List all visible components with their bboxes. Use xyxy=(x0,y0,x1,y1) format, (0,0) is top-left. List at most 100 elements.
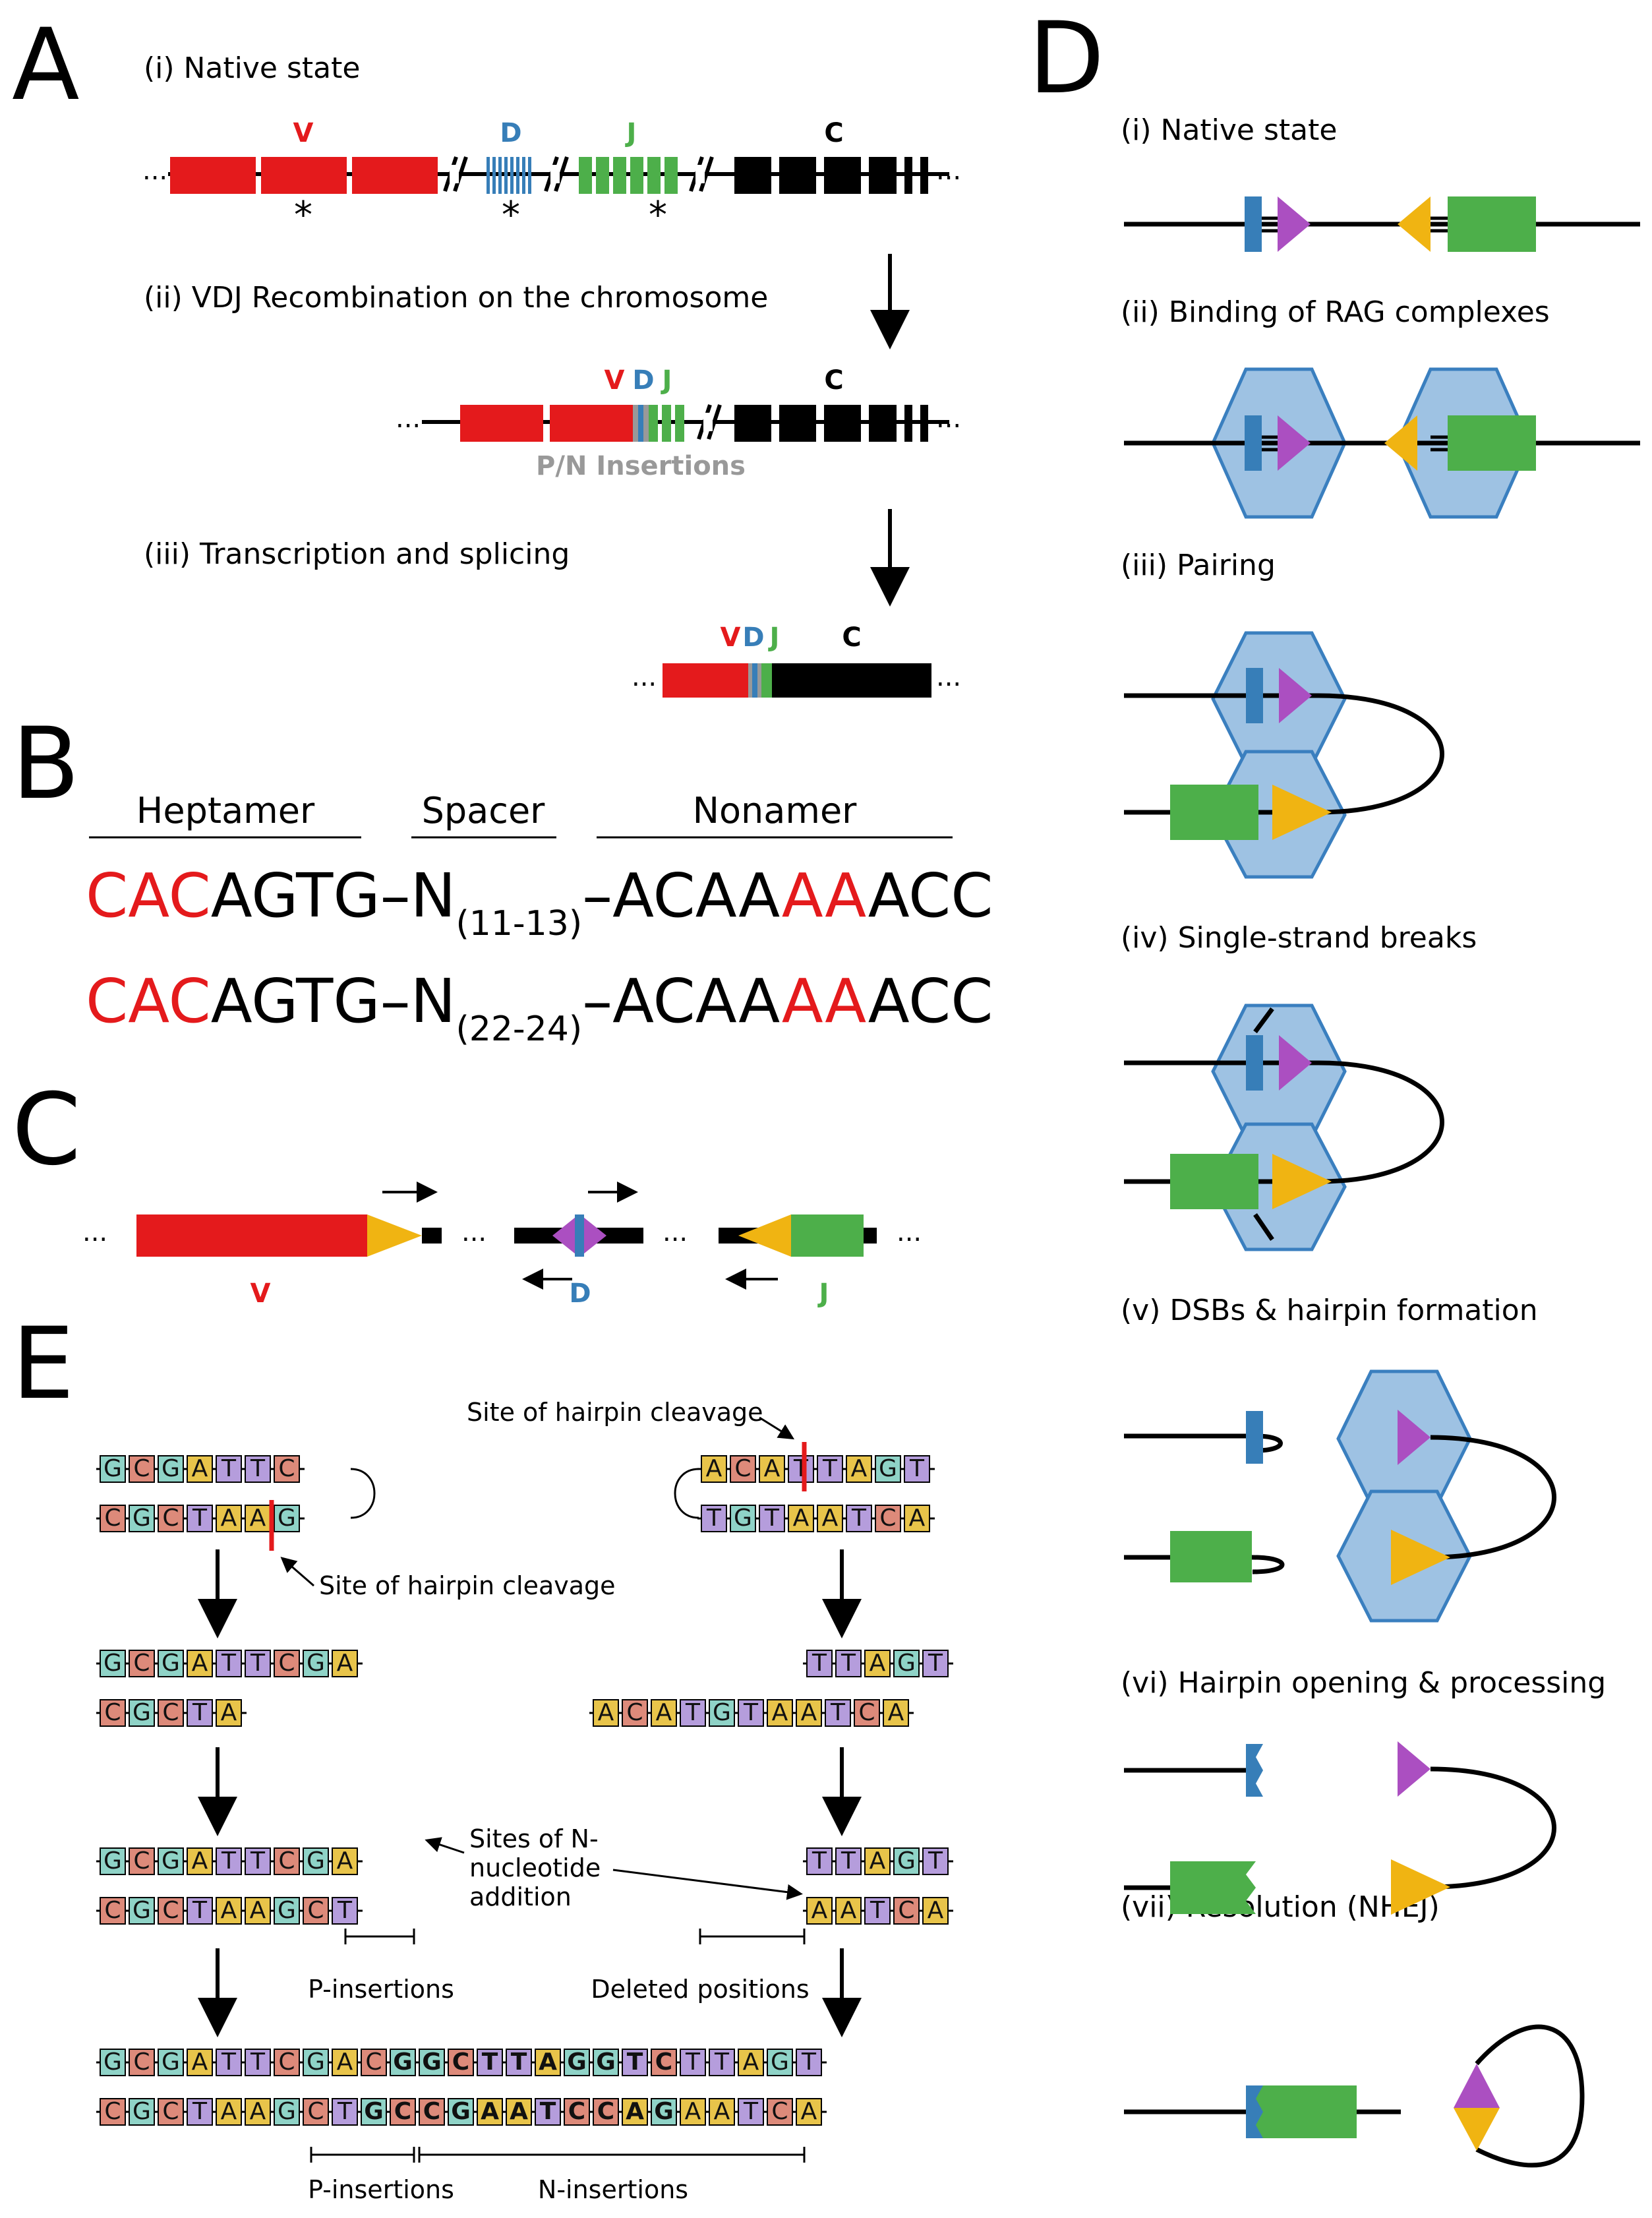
v-gene-segment-recombined xyxy=(550,405,633,442)
label-v: V xyxy=(293,118,314,148)
svg-text:C: C xyxy=(278,1847,295,1874)
nucleotide-A: A xyxy=(328,2049,358,2076)
svg-text:A: A xyxy=(598,1699,614,1726)
nucleotide-A: A xyxy=(861,1650,891,1677)
nucleotide-G: G xyxy=(154,1455,184,1483)
nucleotide-A: A xyxy=(183,1847,213,1875)
svg-text:C: C xyxy=(858,1699,875,1726)
nucleotide-C: C xyxy=(270,1650,300,1677)
nucleotide-T: T xyxy=(734,1699,764,1727)
v-gene-segment xyxy=(352,157,438,194)
svg-text:A: A xyxy=(221,1699,237,1726)
svg-text:T: T xyxy=(928,1847,943,1874)
svg-text:C: C xyxy=(734,1455,751,1482)
svg-text:G: G xyxy=(307,1650,325,1677)
svg-text:G: G xyxy=(162,2049,180,2076)
j-segment xyxy=(1170,785,1258,840)
nucleotide-A: A xyxy=(241,2098,271,2126)
svg-text:C: C xyxy=(568,2098,585,2125)
svg-text:A: A xyxy=(192,1650,208,1677)
nucleotide-A: A xyxy=(842,1455,872,1483)
nucleotide-G: G xyxy=(96,2049,126,2076)
j-segment xyxy=(1448,196,1536,252)
svg-text:C: C xyxy=(104,2098,121,2125)
nucleotide-A: A xyxy=(502,2098,532,2126)
header-nonamer: Nonamer xyxy=(693,790,858,831)
nucleotide-T: T xyxy=(821,1699,851,1727)
nucleotide-A: A xyxy=(212,1505,242,1532)
d-pairing-diagram xyxy=(1124,631,1444,879)
nucleotide-C: C xyxy=(154,1897,184,1925)
nucleotide-A: A xyxy=(589,1699,619,1727)
nucleotide-T: T xyxy=(241,1455,271,1483)
svg-text:G: G xyxy=(364,2098,384,2125)
nucleotide-C: C xyxy=(357,2049,387,2076)
panel-b: B Heptamer Spacer Nonamer CACAGTG–N(11-1… xyxy=(12,707,993,1049)
d-gene-segment xyxy=(504,157,508,194)
pn-insertion xyxy=(643,405,649,442)
cleavage-label-left: Site of hairpin cleavage xyxy=(319,1571,616,1600)
svg-text:T: T xyxy=(714,2049,730,2076)
nucleotide-G: G xyxy=(589,2049,619,2076)
j-gene-segment xyxy=(647,157,661,194)
svg-text:T: T xyxy=(511,2049,527,2076)
svg-text:C: C xyxy=(278,1455,295,1482)
nucleotide-C: C xyxy=(850,1699,880,1727)
svg-text:C: C xyxy=(307,1897,324,1924)
nucleotide-T: T xyxy=(803,1847,833,1875)
nucleotide-C: C xyxy=(890,1897,920,1925)
bracket-deleted xyxy=(699,1929,806,1944)
svg-text:T: T xyxy=(685,1699,701,1726)
d-binding-diagram xyxy=(1124,367,1640,519)
svg-text:C: C xyxy=(278,1650,295,1677)
svg-text:C: C xyxy=(104,1699,121,1726)
d-segment xyxy=(1246,668,1263,723)
d-gene-segment xyxy=(498,157,502,194)
cleavage-label-right: Site of hairpin cleavage xyxy=(467,1398,763,1427)
nucleotide-C: C xyxy=(299,1897,329,1925)
rss12-triangle xyxy=(1278,415,1311,471)
svg-text:C: C xyxy=(307,2098,324,2125)
pn-insertions-label: P/N Insertions xyxy=(536,451,746,481)
v-gene-segment xyxy=(261,157,347,194)
nucleotide-T: T xyxy=(183,1505,213,1532)
deleted-positions-label: Deleted positions xyxy=(591,1975,809,2004)
rss23-triangle-v xyxy=(367,1214,422,1257)
bracket-p-insertions xyxy=(344,1929,415,1944)
d-segments-native xyxy=(487,157,531,194)
svg-text:A: A xyxy=(626,2098,644,2125)
svg-text:G: G xyxy=(307,1847,325,1874)
svg-text:A: A xyxy=(801,1699,817,1726)
nucleotide-A: A xyxy=(792,2098,822,2126)
nick xyxy=(1253,1007,1274,1034)
dots-c-4: ... xyxy=(897,1217,922,1247)
nucleotide-G: G xyxy=(125,1897,155,1925)
panel-b-label: B xyxy=(12,707,80,822)
svg-text:A: A xyxy=(250,1505,266,1532)
nucleotide-A: A xyxy=(531,2049,561,2076)
svg-text:A: A xyxy=(822,1505,839,1532)
svg-text:G: G xyxy=(422,2049,442,2076)
svg-text:A: A xyxy=(337,1847,353,1874)
svg-text:C: C xyxy=(898,1897,914,1924)
j-gene-segment xyxy=(675,405,684,442)
nucleotide-C: C xyxy=(154,1699,184,1727)
nucleotide-C: C xyxy=(726,1455,756,1483)
d-segment xyxy=(1245,415,1262,471)
nucleotide-A: A xyxy=(212,2098,242,2126)
nucleotide-A: A xyxy=(861,1847,891,1875)
svg-text:T: T xyxy=(250,1847,266,1874)
nucleotide-C: C xyxy=(386,2098,416,2126)
svg-text:C: C xyxy=(133,1650,150,1677)
rss23-triangle xyxy=(1384,415,1417,471)
label-j: J xyxy=(625,118,637,148)
nucleotide-G: G xyxy=(96,1847,126,1875)
hairpin-loop-left xyxy=(350,1468,376,1519)
svg-text:A: A xyxy=(481,2098,499,2125)
svg-text:G: G xyxy=(278,1505,296,1532)
nick xyxy=(1253,1213,1274,1241)
nucleotide-A: A xyxy=(183,2049,213,2076)
j-gene-segment xyxy=(664,157,678,194)
j-segment xyxy=(1170,1154,1258,1209)
nucleotide-T: T xyxy=(784,1455,814,1483)
